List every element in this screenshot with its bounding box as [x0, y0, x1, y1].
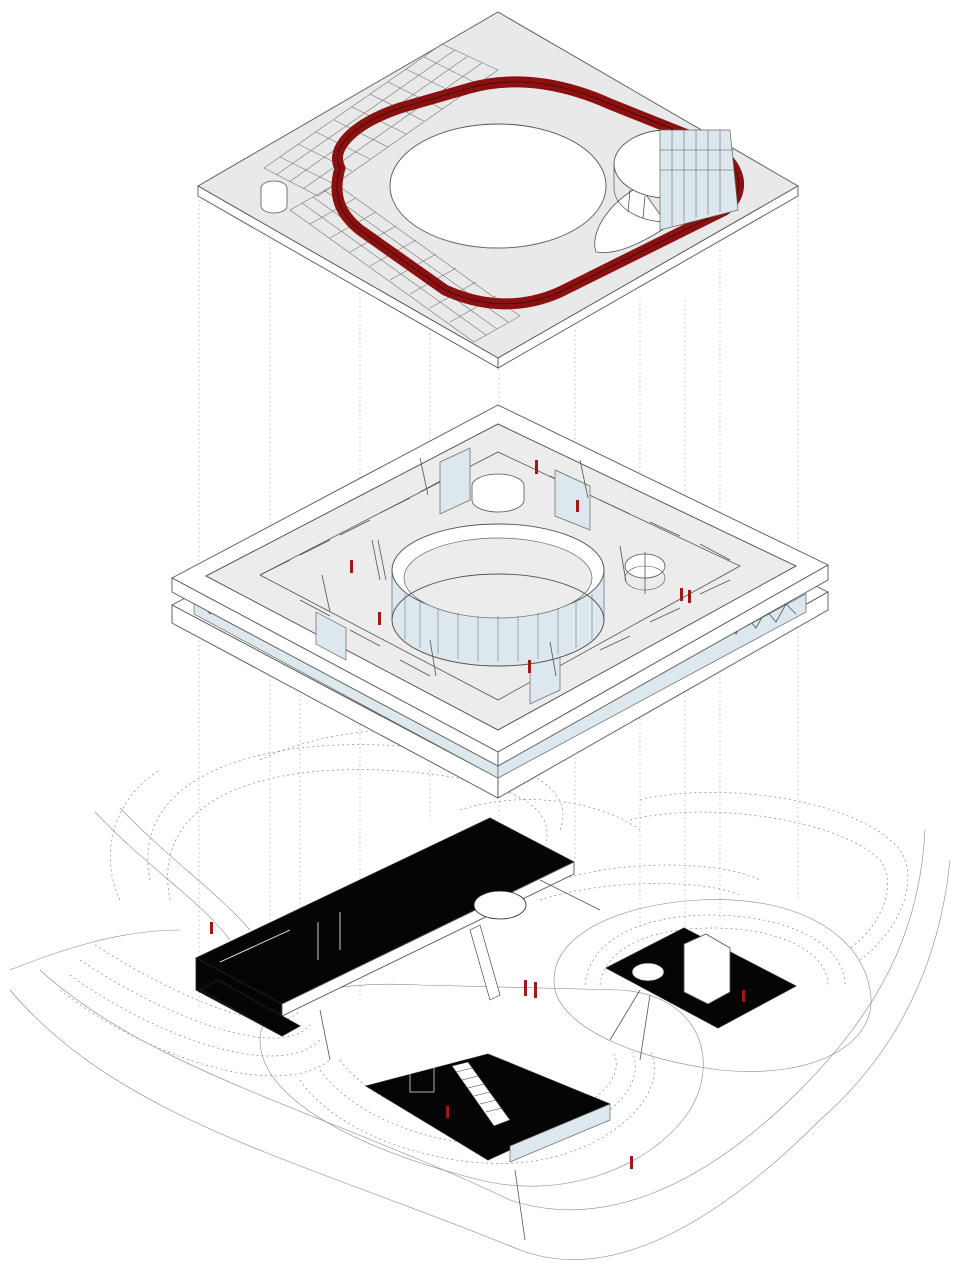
circular-oculus — [389, 123, 607, 249]
human-figures — [210, 460, 745, 1169]
site-boundary — [9, 859, 951, 1260]
sunken-volume-small — [605, 927, 797, 1061]
water-tank — [260, 180, 288, 214]
roof-level — [197, 11, 799, 369]
main-floor — [171, 404, 829, 799]
island-bottom — [259, 984, 704, 1187]
rooftop-pavilion — [594, 129, 739, 253]
sunken-volume-long — [195, 817, 601, 1061]
circular-glass-courtyard — [391, 523, 605, 667]
columns — [321, 457, 627, 677]
sunken-volume-stair — [364, 1053, 612, 1241]
site-ground — [9, 729, 951, 1260]
